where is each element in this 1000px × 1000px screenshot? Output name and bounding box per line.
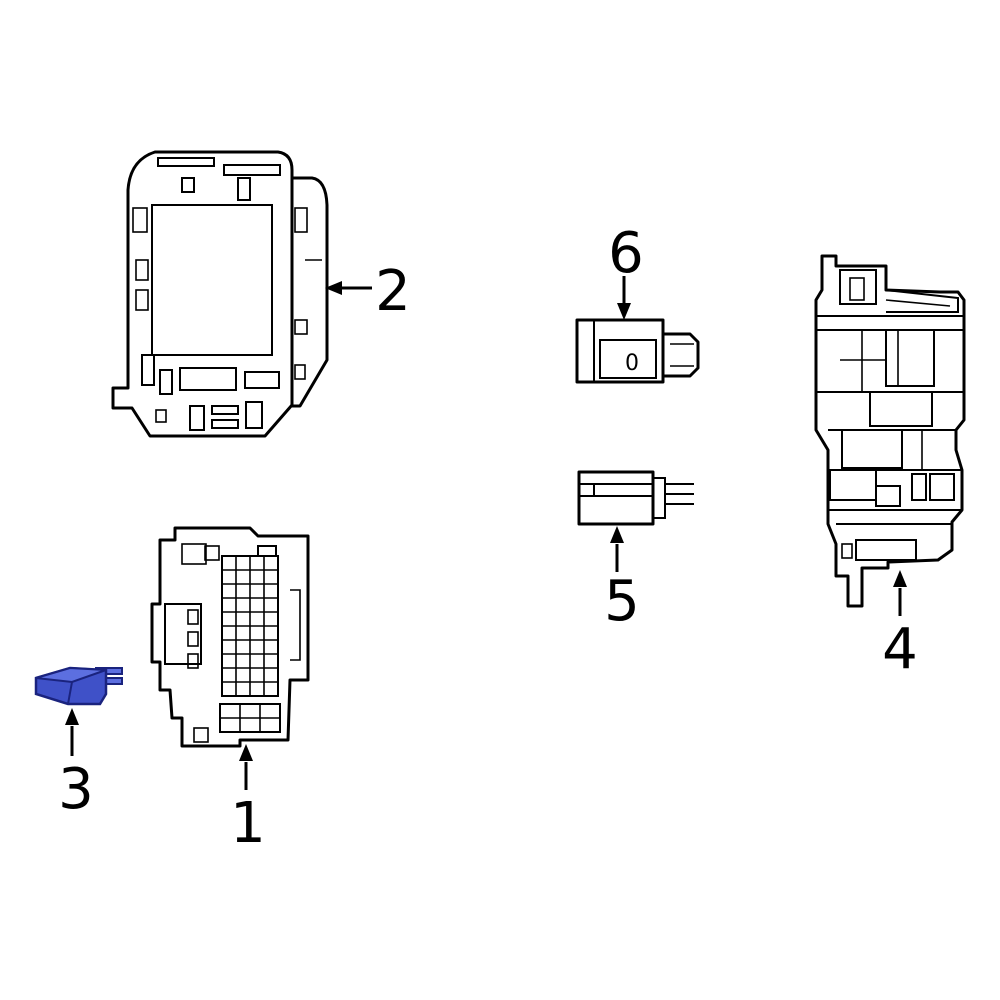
callout-arrow-2 xyxy=(325,281,372,295)
part-3-blade-fuse[interactable] xyxy=(34,666,123,706)
callout-label-6: 6 xyxy=(608,221,644,286)
part-6-marking: 0 xyxy=(625,351,639,376)
callout-label-4: 4 xyxy=(882,617,918,682)
callout-label-1: 1 xyxy=(230,791,266,856)
part-4-junction-block[interactable] xyxy=(814,254,966,608)
callout-arrow-4 xyxy=(893,570,907,616)
part-1-fuse-block[interactable] xyxy=(150,526,310,748)
callout-label-3: 3 xyxy=(58,757,94,822)
callout-label-2: 2 xyxy=(375,259,411,324)
callout-label-5: 5 xyxy=(604,569,640,634)
callout-arrow-5 xyxy=(610,526,624,572)
part-6-relay[interactable]: 0 xyxy=(575,318,700,384)
callout-arrow-1 xyxy=(239,744,253,790)
part-2-junction-block[interactable] xyxy=(111,150,329,438)
part-5-relay[interactable] xyxy=(577,470,694,526)
callout-arrow-6 xyxy=(617,276,631,320)
callout-arrow-3 xyxy=(65,708,79,756)
